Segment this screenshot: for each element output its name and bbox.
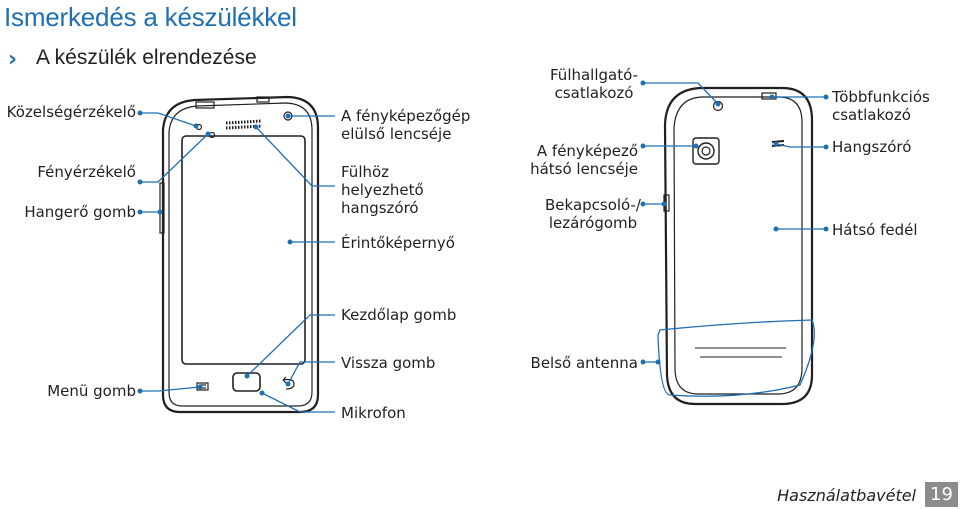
- rear-camera-frame: [692, 137, 720, 165]
- label-headset-jack: Fülhallgató- csatlakozó: [548, 66, 640, 102]
- callout-dots: [137, 80, 829, 396]
- label-front-camera-line2: elülső lencséje: [341, 125, 452, 143]
- label-speaker: Hangszóró: [832, 138, 912, 156]
- back-key-icon: [282, 376, 295, 390]
- rear-camera-lens-inner: [701, 146, 711, 156]
- footer-section: Használatbavétel: [777, 486, 916, 505]
- label-power-key: Bekapcsoló-/ lezárógomb: [544, 196, 642, 232]
- home-key: [232, 372, 261, 392]
- label-headset-line1: Fülhallgató-: [550, 66, 638, 84]
- antenna-highlight: [657, 319, 815, 397]
- label-earpiece-line2: helyezhető: [341, 181, 424, 199]
- label-proximity-sensor: Közelségérzékelő: [6, 103, 136, 121]
- label-power-line2: lezárógomb: [548, 214, 638, 232]
- label-back-key: Vissza gomb: [341, 354, 436, 372]
- label-touchscreen: Érintőképernyő: [341, 234, 455, 252]
- front-top-jack: [256, 96, 270, 103]
- label-internal-antenna: Belső antenna: [530, 354, 638, 372]
- label-home-key: Kezdőlap gomb: [341, 306, 457, 324]
- label-multi-line1: Többfunkciós: [832, 88, 930, 106]
- front-phone: [159, 95, 320, 414]
- label-multi-line2: csatlakozó: [832, 106, 911, 124]
- label-microphone: Mikrofon: [341, 404, 406, 422]
- front-phone-inner-edge: [168, 102, 313, 407]
- volume-key: [159, 182, 165, 234]
- label-front-camera-line1: A fényképezőgép: [341, 107, 471, 125]
- front-top-slot: [195, 101, 215, 109]
- label-earpiece-line1: Fülhöz: [341, 163, 390, 181]
- rear-camera-lens: [697, 142, 715, 160]
- label-menu-key: Menü gomb: [47, 382, 136, 400]
- label-rear-camera-line2: hátsó lencséje: [530, 160, 638, 178]
- callout-lines: [140, 82, 826, 413]
- back-phone: [663, 86, 814, 406]
- chevron-right-icon: ›: [8, 47, 18, 72]
- label-power-line1: Bekapcsoló-/: [545, 196, 641, 214]
- label-light-sensor: Fényérzékelő: [37, 163, 136, 181]
- page-number: 19: [925, 482, 958, 507]
- multifunction-jack: [761, 92, 777, 100]
- label-rear-camera: A fényképező hátsó lencséje: [530, 142, 638, 178]
- touchscreen-outline: [181, 135, 306, 365]
- back-cover-outline: [673, 96, 803, 395]
- label-front-camera: A fényképezőgép elülső lencséje: [341, 107, 470, 143]
- label-earpiece-line3: hangszóró: [341, 199, 419, 217]
- label-earpiece: Fülhöz helyezhető hangszóró: [341, 163, 424, 217]
- section-subtitle: A készülék elrendezése: [36, 46, 257, 69]
- label-back-cover: Hátsó fedél: [832, 221, 918, 239]
- label-headset-line2: csatlakozó: [554, 84, 634, 102]
- label-multifunction-jack: Többfunkciós csatlakozó: [832, 88, 930, 124]
- label-rear-camera-line1: A fényképező: [536, 142, 638, 160]
- label-volume-key: Hangerő gomb: [24, 203, 136, 221]
- page-title: Ismerkedés a készülékkel: [4, 2, 297, 32]
- back-phone-body: [663, 86, 814, 406]
